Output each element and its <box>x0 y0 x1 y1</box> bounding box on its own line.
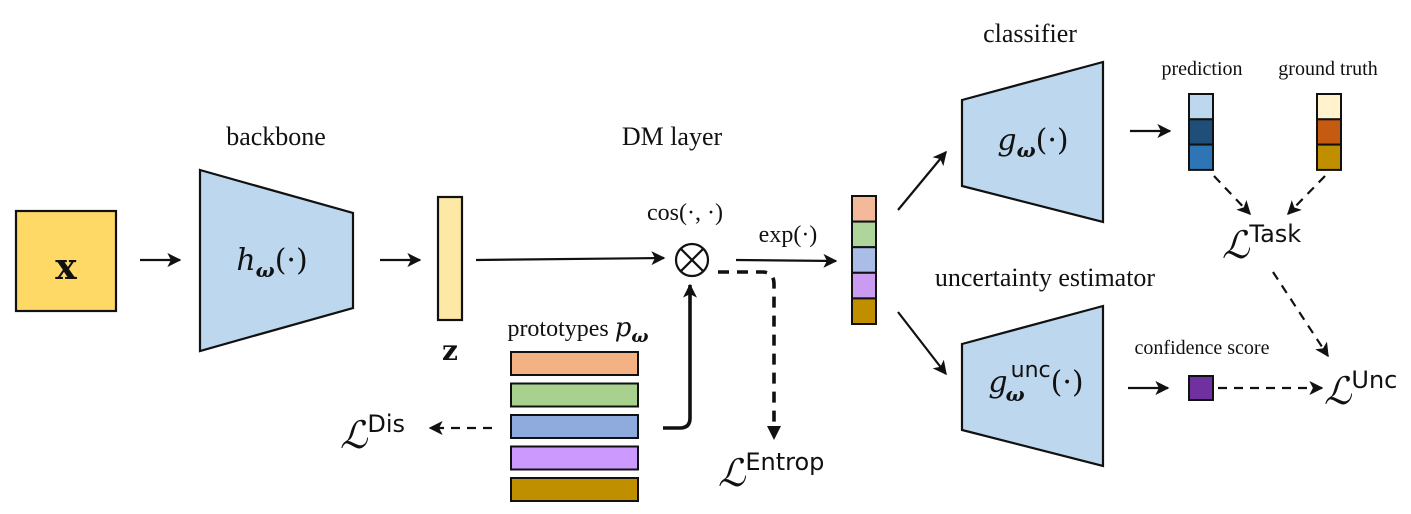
arrow-ground-truth-to-loss-task <box>1287 175 1326 216</box>
loss-task-symbol: ℒ <box>1222 223 1251 267</box>
backbone-label: backbone <box>226 122 326 151</box>
ground-truth-cell-3 <box>1316 143 1342 171</box>
dm-output-cell-3 <box>851 246 877 274</box>
classifier-block <box>960 60 1105 224</box>
exp-label: exp(·) <box>759 222 818 248</box>
classifier-label: classifier <box>983 19 1077 48</box>
arrow-prediction-to-loss-task <box>1213 175 1251 216</box>
prototypes-word: prototypes <box>507 316 608 342</box>
z-label: z <box>442 334 458 367</box>
dm-layer-label: DM layer <box>622 122 723 151</box>
confidence-score-box <box>1188 375 1214 401</box>
arrow-cosine-to-dm-output <box>735 253 838 268</box>
arrow-cosine-to-loss-entrop <box>718 270 776 425</box>
uncertainty-function: gωunc(·) <box>988 358 1083 406</box>
arrow-z-to-cosine <box>475 251 666 266</box>
loss-unc-symbol: ℒ <box>1324 369 1353 413</box>
prediction-cell-2 <box>1188 118 1214 146</box>
omega-sub: ω <box>256 258 275 282</box>
cos-label: cos(·, ·) <box>647 200 723 226</box>
loss-task: ℒTask <box>1222 220 1301 267</box>
g-arg: (·) <box>1036 123 1069 158</box>
ground-truth-vector <box>1316 93 1342 171</box>
prototype-bar-3 <box>510 414 639 439</box>
backbone-function: hω(·) <box>236 243 307 282</box>
arrow-prototypes-to-cosine <box>663 283 697 430</box>
g-symbol: g <box>997 123 1016 158</box>
classifier-function: gω(·) <box>997 123 1068 162</box>
prediction-cell-1 <box>1188 93 1214 121</box>
ground-truth-cell-1 <box>1316 93 1342 121</box>
loss-unc: ℒUnc <box>1324 366 1397 413</box>
p-omega-sub: ω <box>631 326 648 347</box>
prediction-label: prediction <box>1161 58 1242 80</box>
ground-truth-cell-2 <box>1316 118 1342 146</box>
gu-unc-sup: unc <box>1011 358 1051 383</box>
prototype-bar-1 <box>510 351 639 376</box>
dm-output-cell-2 <box>851 220 877 249</box>
uncertainty-block <box>960 304 1105 468</box>
dm-output-cell-4 <box>851 271 877 300</box>
arrowhead-entrop <box>767 426 781 440</box>
g-omega-sub: ω <box>1017 138 1036 162</box>
confidence-score-label: confidence score <box>1135 337 1270 359</box>
h-arg: (·) <box>275 243 308 278</box>
backbone-block <box>198 168 355 353</box>
prediction-vector <box>1188 93 1214 171</box>
dm-output-vector <box>851 195 877 325</box>
loss-task-sup: Task <box>1248 220 1301 248</box>
prototype-bar-2 <box>510 382 639 408</box>
loss-entrop-sup: Entrop <box>745 448 824 476</box>
loss-entrop: ℒEntrop <box>718 448 824 495</box>
z-vector <box>436 195 464 322</box>
prototype-bar-4 <box>510 445 639 471</box>
prototype-bars <box>510 351 639 502</box>
dm-output-cell-1 <box>851 195 877 223</box>
dm-output-cell-5 <box>851 297 877 325</box>
prototypes-label: prototypes pω <box>507 313 648 347</box>
arrow-loss-task-to-loss-unc <box>1272 271 1329 358</box>
input-x-label: x <box>55 246 77 288</box>
p-symbol: p <box>615 313 632 343</box>
gu-omega-sub: ω <box>1006 382 1025 406</box>
h-symbol: h <box>236 243 255 278</box>
ground-truth-label: ground truth <box>1278 58 1377 80</box>
arrow-dm-to-uncertainty <box>897 311 947 376</box>
gu-symbol: g <box>988 365 1007 400</box>
prediction-cell-3 <box>1188 143 1214 171</box>
loss-dis-symbol: ℒ <box>340 413 369 457</box>
uncertainty-estimator-label: uncertainty estimator <box>935 263 1156 292</box>
loss-unc-sup: Unc <box>1351 366 1397 394</box>
gu-arg: (·) <box>1051 365 1084 400</box>
loss-dis-sup: Dis <box>367 410 405 438</box>
loss-entrop-symbol: ℒ <box>718 451 747 495</box>
arrow-dm-to-classifier <box>897 150 947 211</box>
loss-dis: ℒDis <box>340 410 405 457</box>
input-x-box <box>14 209 118 313</box>
prototype-bar-5 <box>510 477 639 502</box>
otimes-icon <box>674 242 710 278</box>
